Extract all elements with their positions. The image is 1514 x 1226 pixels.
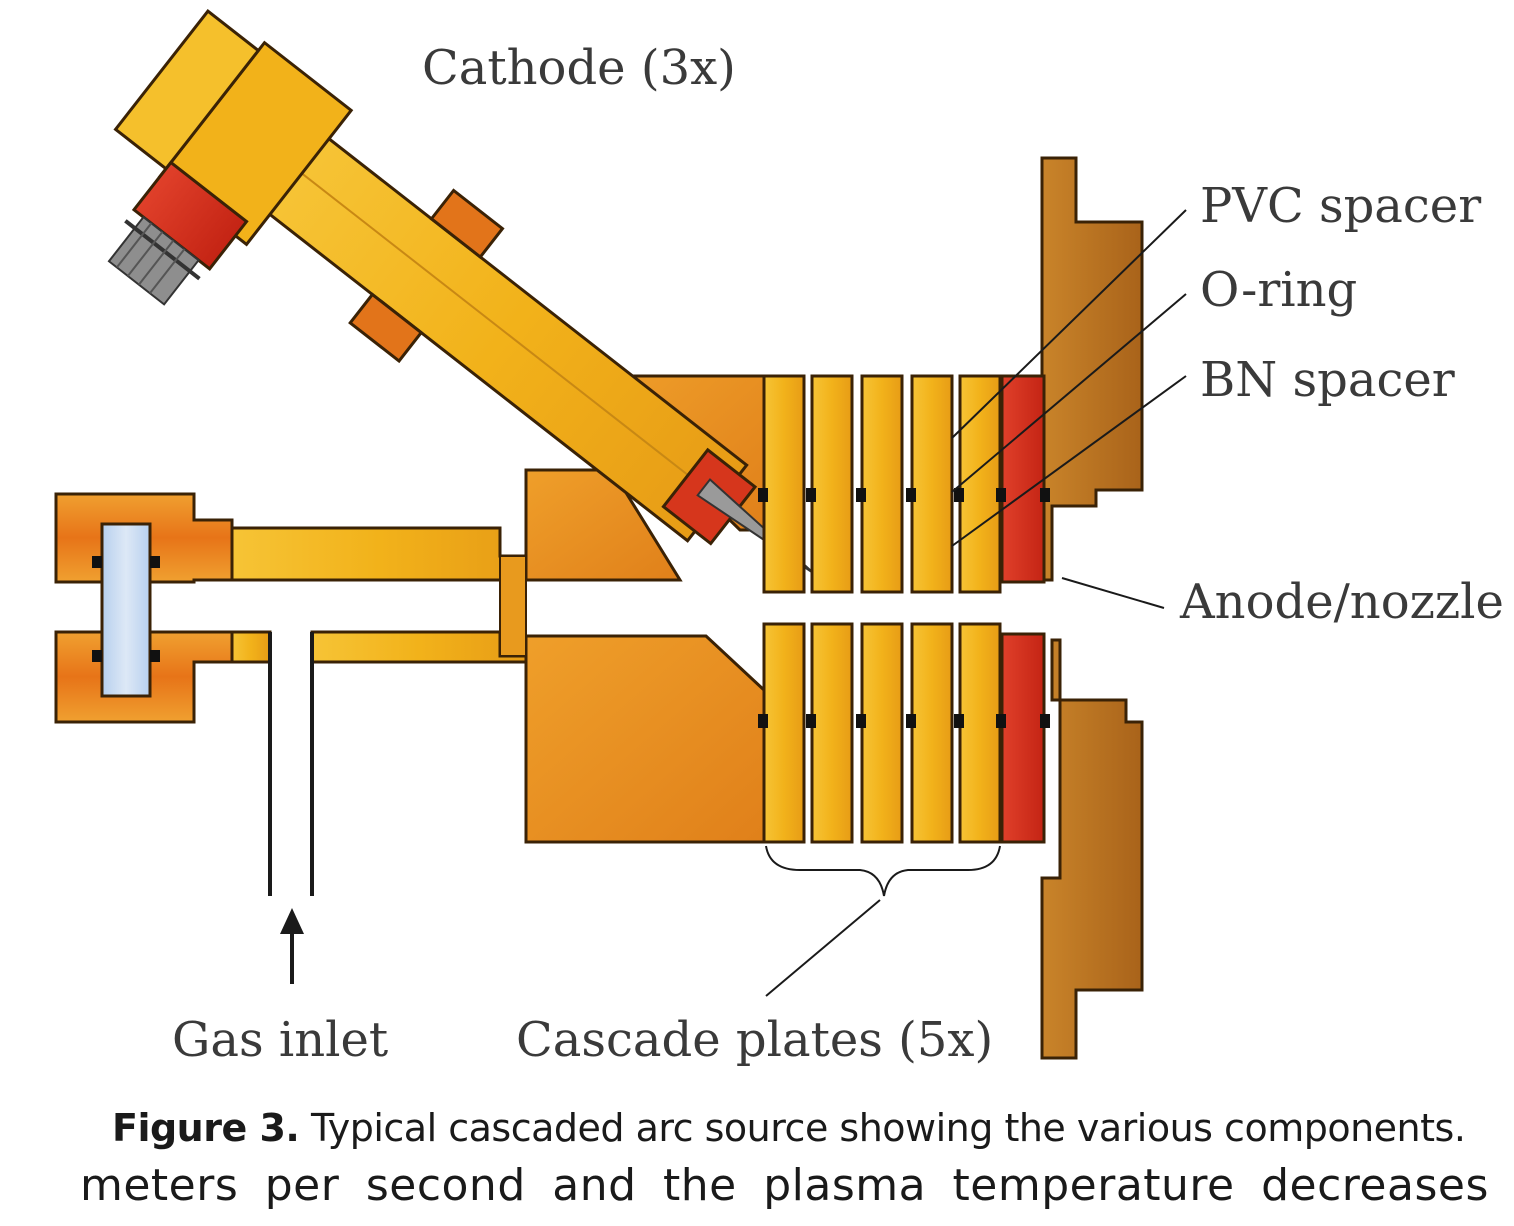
label-cascade-plates: Cascade plates (5x) bbox=[516, 1012, 993, 1068]
anode-lower bbox=[1000, 632, 1046, 844]
label-gas-inlet: Gas inlet bbox=[172, 1012, 388, 1068]
body-text-line: meters per second and the plasma tempera… bbox=[80, 1160, 1489, 1211]
cascade-plates-upper bbox=[758, 374, 1050, 594]
arrow-up-icon bbox=[280, 908, 304, 984]
caption-number: Figure 3. bbox=[112, 1106, 300, 1150]
anode-upper bbox=[1000, 374, 1046, 584]
window-fitting bbox=[54, 492, 234, 724]
anode-flange bbox=[1040, 156, 1144, 1060]
window bbox=[100, 522, 152, 698]
label-cathode: Cathode (3x) bbox=[422, 40, 736, 96]
label-anode-nozzle: Anode/nozzle bbox=[1179, 574, 1504, 630]
cascaded-arc-diagram: Cathode (3x) PVC spacer O-ring BN spacer… bbox=[54, 9, 1504, 1068]
cascade-plates-lower bbox=[758, 622, 1050, 844]
label-pvc-spacer: PVC spacer bbox=[1200, 178, 1481, 234]
label-o-ring: O-ring bbox=[1200, 262, 1357, 318]
gas-tube bbox=[230, 526, 528, 664]
label-bn-spacer: BN spacer bbox=[1200, 352, 1455, 408]
gas-inlet-pipe bbox=[268, 632, 314, 896]
figure-caption: Figure 3. Typical cascaded arc source sh… bbox=[112, 1106, 1466, 1150]
caption-text: Typical cascaded arc source showing the … bbox=[310, 1106, 1466, 1150]
leader-lines bbox=[765, 209, 1187, 997]
cathode-assembly bbox=[107, 9, 815, 575]
cascade-brace bbox=[765, 845, 1001, 897]
